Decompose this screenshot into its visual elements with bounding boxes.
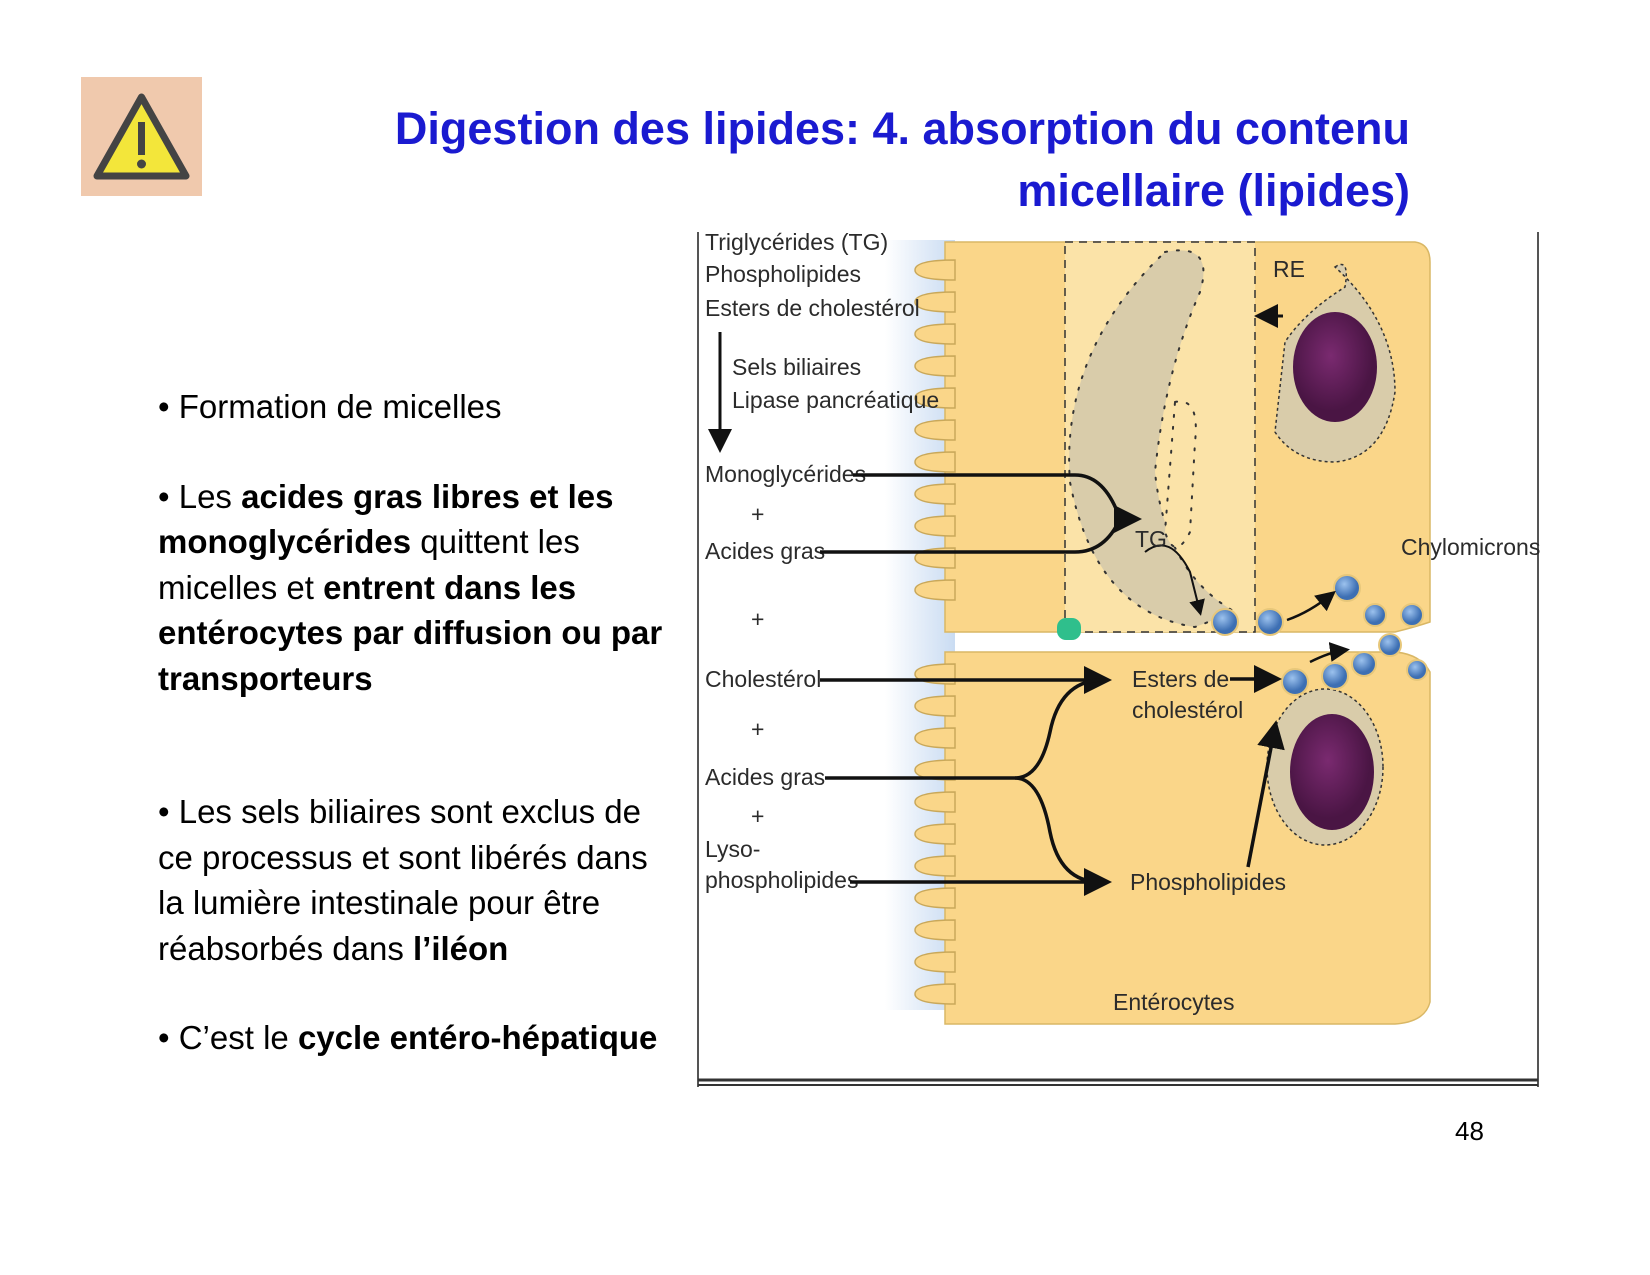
enzyme-1: Sels biliaires	[732, 354, 861, 380]
page-number: 48	[1455, 1116, 1484, 1146]
svg-text:+: +	[751, 803, 764, 829]
lipid-absorption-diagram: Triglycérides (TG) Phospholipides Esters…	[697, 232, 1540, 1087]
product-esters-1: Esters de	[1132, 666, 1229, 692]
svg-text:+: +	[751, 501, 764, 527]
tg-label: TG	[1135, 526, 1167, 552]
chylomicrons-label: Chylomicrons	[1401, 534, 1540, 560]
reactant-monoglycerides: Monoglycérides	[705, 461, 866, 487]
bullet-1: • Formation de micelles	[158, 388, 502, 425]
bullet-list: • Formation de micelles • Les acides gra…	[158, 384, 678, 1061]
reactant-cholesterol: Cholestérol	[705, 666, 821, 692]
reactant-lyso: Lyso-	[705, 836, 760, 862]
reactant-phospholipides: phospholipides	[705, 867, 858, 893]
lumen-input-1: Triglycérides (TG)	[705, 232, 888, 255]
enterocytes-label: Entérocytes	[1113, 989, 1234, 1015]
lumen-input-3: Esters de cholestérol	[705, 295, 920, 321]
product-esters-2: cholestérol	[1132, 697, 1243, 723]
nucleus-lower	[1266, 688, 1384, 846]
lumen-input-2: Phospholipides	[705, 261, 861, 287]
warning-badge	[81, 77, 202, 196]
nucleus-upper	[1274, 263, 1396, 463]
svg-text:+: +	[751, 716, 764, 742]
microvilli	[914, 259, 956, 1005]
product-phospholipides: Phospholipides	[1130, 869, 1286, 895]
title-line-1: Digestion des lipides: 4. absorption du …	[394, 103, 1410, 154]
warning-triangle-icon	[93, 93, 190, 180]
transporter-icon	[1057, 618, 1081, 640]
title-line-2: micellaire (lipides)	[1017, 165, 1410, 216]
bullet-3: • Les sels biliaires sont exclus de ce p…	[158, 793, 648, 967]
chylomicrons	[1211, 574, 1428, 696]
reactant-fatty-acids-lower: Acides gras	[705, 764, 825, 790]
re-label: RE	[1273, 256, 1305, 282]
reactant-fatty-acids-upper: Acides gras	[705, 538, 825, 564]
slide-title: Digestion des lipides: 4. absorption du …	[250, 98, 1410, 222]
enzyme-2: Lipase pancréatique	[732, 387, 939, 413]
bullet-2: • Les acides gras libres et les monoglyc…	[158, 477, 663, 697]
svg-text:+: +	[751, 606, 764, 632]
bullet-4: • C’est le cycle entéro-hépatique	[158, 1019, 658, 1056]
